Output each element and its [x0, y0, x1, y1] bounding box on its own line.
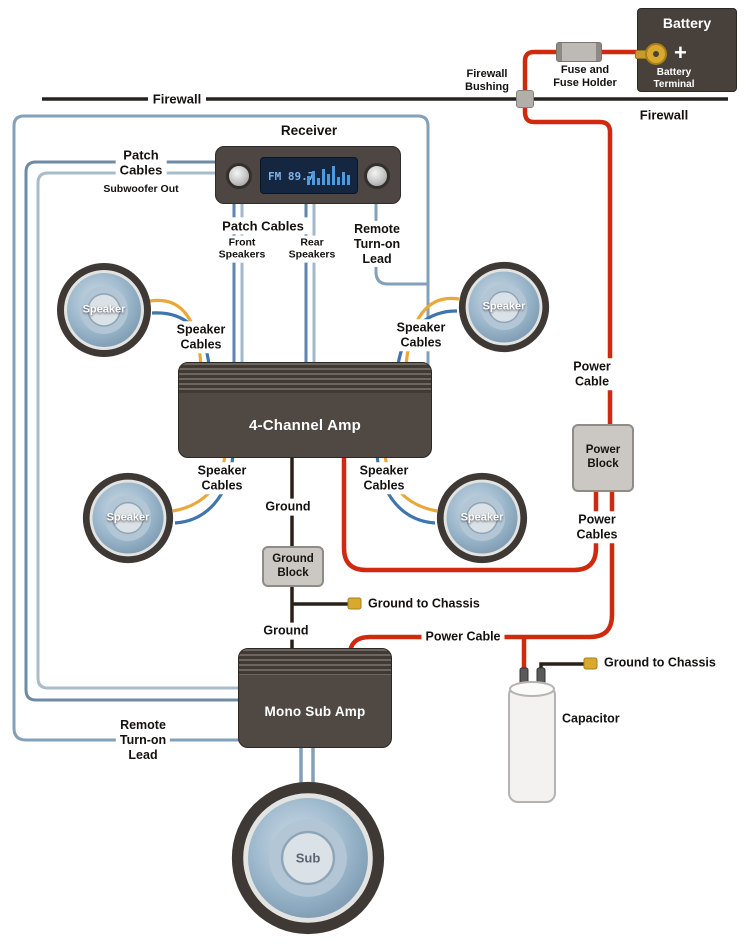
ground-block: Ground Block [262, 546, 324, 587]
receiver: FM 89.7 [215, 146, 401, 204]
ground-to-chassis-label-capacitor: Ground to Chassis [604, 655, 716, 670]
speaker-cable-tr-a [404, 296, 460, 367]
speaker-cables-label-tl: Speaker Cables [172, 321, 230, 353]
receiver-tuning-knob [364, 163, 390, 189]
power-block: Power Block [572, 424, 634, 492]
firewall-bushing-label: Firewall Bushing [465, 68, 509, 93]
power-cable-label-mid: Power Cable [421, 628, 505, 646]
ground-label-bottom: Ground [259, 622, 313, 640]
power-cable-battery-to-block [522, 49, 646, 428]
subwoofer-out-label: Subwoofer Out [99, 181, 183, 197]
capacitor-ground-wire [539, 662, 586, 676]
front-speakers-label: Front Speakers [214, 235, 270, 263]
patch-cables-label: Patch Cables [218, 217, 308, 235]
battery-terminal-ring-icon [645, 43, 667, 65]
receiver-display: FM 89.7 [260, 157, 358, 194]
patch-cable-subwoofer-1 [24, 160, 242, 702]
power-cables-label: Power Cables [572, 511, 622, 543]
firewall-bushing [516, 90, 534, 108]
rear-speakers-label: Rear Speakers [284, 235, 340, 263]
speaker-label-tr: Speaker [482, 300, 526, 313]
amp4-label: 4-Channel Amp [248, 416, 362, 434]
remote-turn-on-lead-label-top: Remote Turn-on Lead [349, 220, 405, 268]
power-cable-label-right: Power Cable [569, 358, 615, 390]
mono-amp-label: Mono Sub Amp [264, 703, 366, 719]
receiver-label: Receiver [280, 123, 338, 139]
battery-label: Battery [662, 15, 712, 31]
speaker-cables-label-bl: Speaker Cables [193, 462, 251, 494]
speaker-cables-label-br: Speaker Cables [355, 462, 413, 494]
remote-turn-on-lead-label-bottom: Remote Turn-on Lead [115, 716, 171, 764]
firewall-label-left: Firewall [148, 90, 206, 108]
capacitor-label: Capacitor [562, 711, 620, 726]
sub-label: Sub [295, 850, 321, 866]
capacitor-top [509, 681, 555, 697]
battery: Battery + Battery Terminal [635, 8, 737, 92]
amp4-heatsink-fins [179, 363, 431, 393]
battery-terminal-label: Battery Terminal [653, 67, 695, 90]
patch-cables-subwoofer-label: Patch Cables [115, 146, 167, 180]
remote-lead-receiver [374, 200, 428, 286]
capacitor-body [508, 685, 556, 803]
speaker-label-tl: Speaker [82, 303, 126, 316]
mono-sub-amp: Mono Sub Amp [238, 648, 392, 748]
speaker-cables-label-tr: Speaker Cables [392, 319, 450, 351]
chassis-lug-icon-capacitor [583, 657, 598, 670]
fuse-holder [556, 42, 602, 62]
ground-to-chassis-label-mid: Ground to Chassis [368, 596, 480, 611]
fuse-holder-label: Fuse and Fuse Holder [553, 64, 617, 89]
firewall-label-right: Firewall [639, 107, 689, 123]
battery-plus-label: + [674, 40, 687, 65]
chassis-lug-icon-ground-block [347, 597, 362, 610]
speaker-label-br: Speaker [460, 511, 504, 524]
mono-amp-heatsink-fins [239, 649, 391, 675]
ground-label-top: Ground [261, 498, 315, 516]
receiver-frequency: FM 89.7 [268, 170, 315, 183]
four-channel-amp: 4-Channel Amp [178, 362, 432, 458]
capacitor [508, 667, 556, 803]
receiver-volume-knob [226, 163, 252, 189]
spectrum-bars-icon [307, 166, 350, 185]
speaker-label-bl: Speaker [106, 511, 150, 524]
power-cable-block-to-amp4 [341, 455, 599, 573]
patch-cable-subwoofer-2 [36, 171, 242, 690]
remote-lead-loop [12, 114, 430, 742]
